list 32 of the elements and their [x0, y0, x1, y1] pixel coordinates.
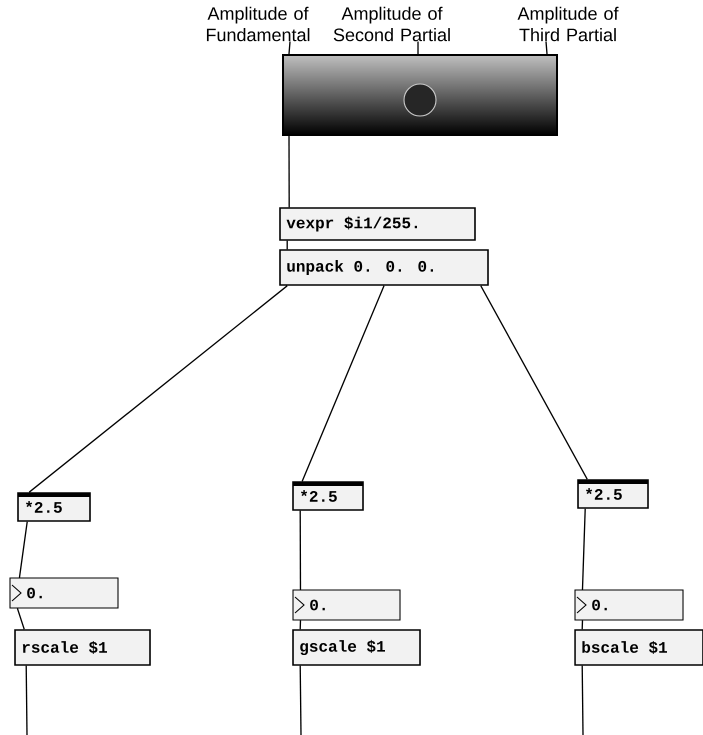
- object-box: bscale $1: [574, 629, 703, 666]
- object-box: rscale $1: [14, 629, 151, 666]
- patch-cord: [300, 510, 302, 590]
- object-box: vexpr $i1/255.: [279, 207, 476, 241]
- object-box: *2.5: [17, 492, 91, 522]
- object-box: *2.5: [292, 481, 364, 511]
- patch-cord: [480, 285, 588, 480]
- object-box: gscale $1: [292, 629, 421, 666]
- number-box: 0.: [9, 577, 119, 609]
- patch-cord: [582, 508, 586, 590]
- patch-cord: [26, 666, 28, 735]
- slider-drawing: [282, 54, 558, 136]
- patch-cord: [545, 41, 548, 54]
- patch-cord: [18, 522, 28, 578]
- object-box: unpack 0. 0. 0.: [279, 249, 489, 286]
- patch-cord: [288, 136, 290, 208]
- patch-cord: [300, 666, 302, 735]
- patch-cord: [302, 286, 385, 482]
- object-box: *2.5: [577, 479, 649, 509]
- patch-cord: [286, 240, 288, 250]
- patch-cord: [417, 42, 419, 54]
- patch-cord: [582, 666, 584, 735]
- patch-cord: [582, 620, 584, 630]
- patch-cord: [300, 620, 302, 630]
- inlet-label: Amplitude of Fundamental: [206, 6, 310, 42]
- inlet-label: Amplitude of Third Partial: [518, 6, 619, 42]
- patch-cord: [28, 285, 288, 493]
- inlet-label: Amplitude of Second Partial: [334, 6, 450, 42]
- patch-cord: [288, 41, 291, 54]
- number-box: 0.: [574, 589, 684, 621]
- patch-cord: [16, 608, 25, 630]
- number-box: 0.: [292, 589, 401, 621]
